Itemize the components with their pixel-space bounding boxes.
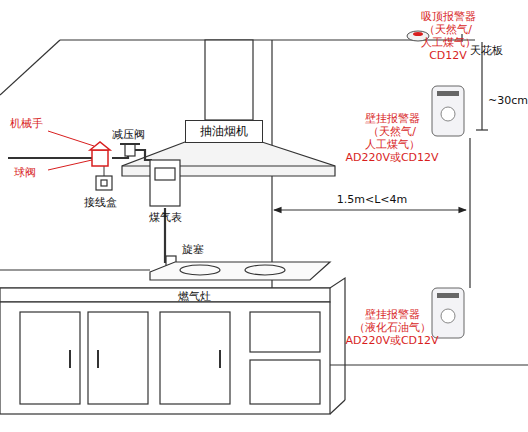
drawer	[250, 360, 320, 404]
power-spec: AD220V或CD12V	[345, 334, 438, 347]
dimension-tick	[476, 129, 488, 130]
range-hood-box: 抽油烟机	[185, 120, 263, 143]
part-label: 燃气灶	[178, 290, 211, 303]
cabinet-door	[20, 312, 80, 404]
meter-window	[155, 168, 175, 180]
part-label: 煤气表	[149, 211, 182, 224]
hood-label: 抽油烟机	[200, 123, 248, 140]
stove-top	[150, 262, 330, 280]
handle	[97, 350, 99, 368]
wall-alarm	[432, 288, 464, 338]
ceiling-edge	[0, 40, 60, 95]
cabinet	[0, 302, 330, 414]
gas-type: （天然气/ 人工煤气）	[417, 23, 479, 49]
part-label: 接线盒	[84, 196, 117, 209]
dimension-guide	[469, 138, 470, 288]
dimension-label: ~30cm	[486, 94, 528, 107]
power-spec: AD220V或CD12V	[345, 151, 438, 164]
handle	[69, 350, 71, 368]
ceiling-label: 天花板	[470, 44, 503, 57]
burner	[180, 265, 220, 275]
pressure-valve	[125, 144, 135, 156]
alarm-name: 壁挂报警器	[365, 308, 420, 321]
gas-type: （液化石油气）	[354, 321, 431, 334]
part-label: 减压阀	[112, 128, 145, 141]
drawer	[250, 312, 320, 352]
gas-type: （天然气/ 人工煤气）	[361, 125, 423, 151]
power-spec: CD12V	[429, 49, 467, 62]
gas-meter	[150, 160, 180, 206]
wall-alarm	[432, 86, 464, 136]
part-label: 球阀	[14, 166, 36, 179]
burner	[245, 265, 285, 275]
junction-box	[96, 176, 112, 190]
alarm-name: 壁挂报警器	[365, 112, 420, 125]
handle	[219, 350, 221, 368]
ball-valve	[92, 150, 108, 166]
leader-line	[48, 160, 92, 170]
hood-chimney	[205, 40, 253, 120]
pressure-valve-cap	[120, 143, 140, 145]
alarm-name: 吸顶报警器	[421, 10, 476, 23]
counter-front	[0, 288, 330, 302]
part-label: 旋塞	[182, 243, 204, 256]
part-label: 机械手	[10, 117, 43, 130]
dimension-line	[274, 209, 466, 210]
dimension-label: 1.5m<L<4m	[335, 193, 410, 206]
junction-socket	[101, 180, 107, 186]
cabinet-door	[88, 312, 148, 404]
cabinet-door	[160, 312, 230, 404]
leader-line	[48, 131, 94, 146]
cabinet-side	[330, 400, 345, 414]
